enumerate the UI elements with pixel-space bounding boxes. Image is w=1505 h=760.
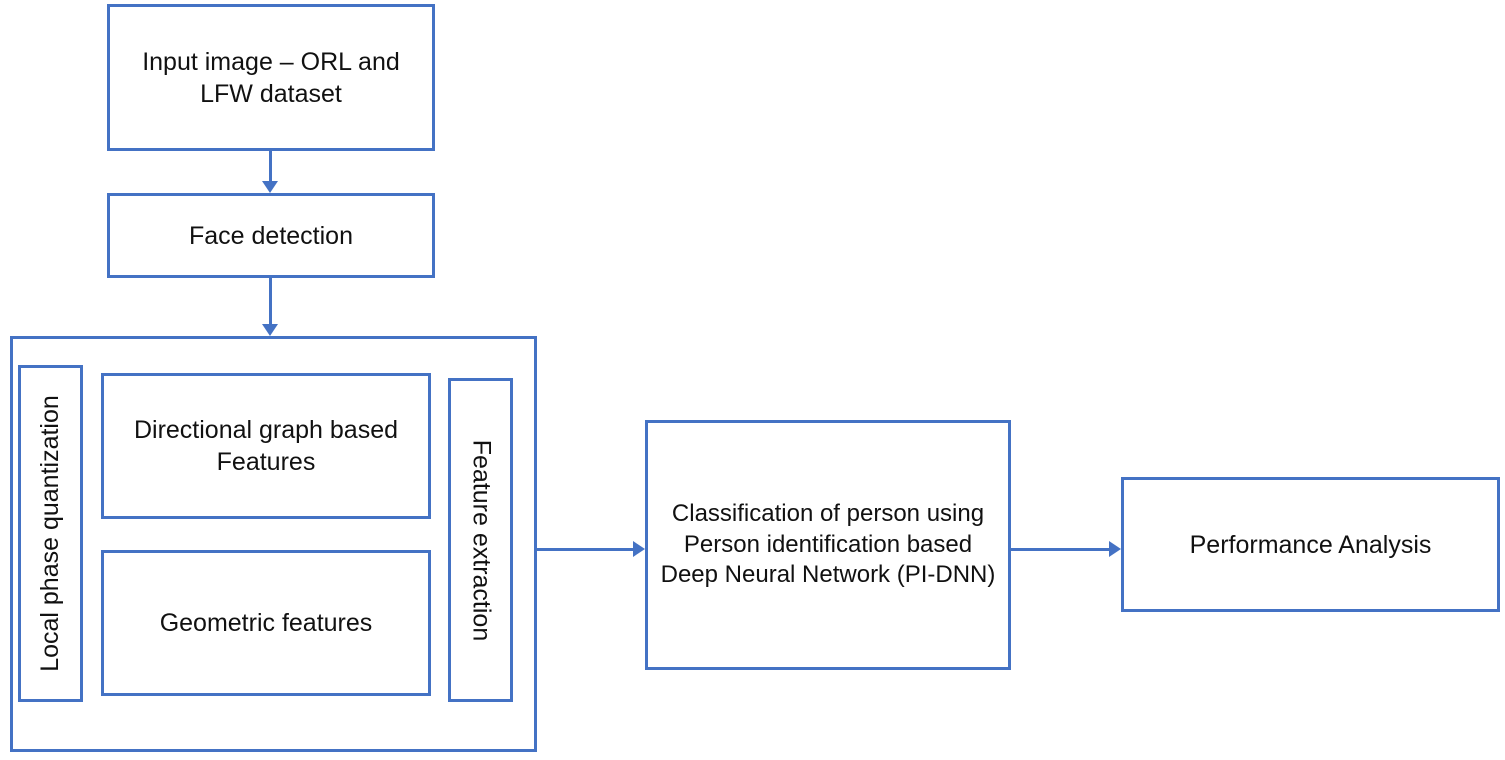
node-performance-analysis: Performance Analysis <box>1121 477 1500 612</box>
node-directional-graph-features: Directional graph based Features <box>101 373 431 519</box>
connector-input-to-face-line <box>269 151 272 183</box>
node-feature-extraction-label: Feature extraction <box>467 439 495 641</box>
connector-face-to-group-arrowhead-icon <box>262 324 278 336</box>
node-local-phase-quantization: Local phase quantization <box>18 365 83 702</box>
connector-face-to-group-line <box>269 278 272 326</box>
connector-group-to-classification-line <box>537 548 635 551</box>
node-face-detection: Face detection <box>107 193 435 278</box>
connector-input-to-face-arrowhead-icon <box>262 181 278 193</box>
node-local-phase-quantization-label: Local phase quantization <box>36 395 65 672</box>
node-geometric-features: Geometric features <box>101 550 431 696</box>
connector-group-to-classification-arrowhead-icon <box>633 541 645 557</box>
node-input-image: Input image – ORL and LFW dataset <box>107 4 435 151</box>
connector-classification-to-performance-arrowhead-icon <box>1109 541 1121 557</box>
connector-classification-to-performance-line <box>1011 548 1111 551</box>
node-classification-pi-dnn: Classification of person using Person id… <box>645 420 1011 670</box>
node-feature-extraction: Feature extraction <box>448 378 513 702</box>
